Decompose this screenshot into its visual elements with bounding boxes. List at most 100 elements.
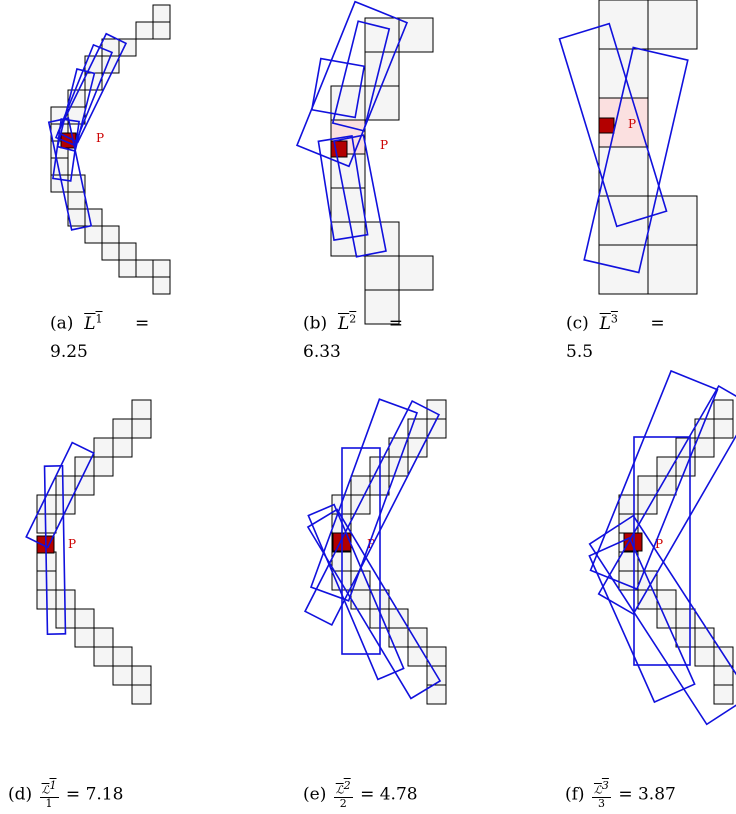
grid-cell (152, 276, 171, 295)
caption-e-equals: = (360, 784, 375, 805)
grid-cell (675, 627, 696, 648)
grid-cell (350, 494, 371, 515)
covering-rectangle (52, 118, 80, 182)
panel-c: P (558, 0, 698, 295)
point-p-cell (330, 140, 348, 158)
grid-cell (426, 684, 447, 705)
grid-cell (135, 259, 154, 278)
covering-rectangle (633, 436, 691, 666)
grid-cell (398, 255, 434, 291)
caption-c-tag: (c) (566, 313, 589, 334)
covering-rectangle (588, 514, 736, 726)
caption-a-value: 9.25 (50, 342, 88, 362)
grid-cell (112, 437, 133, 458)
caption-a-symbol: L1 (84, 312, 103, 334)
point-p-label: P (68, 537, 76, 551)
covering-rectangle (47, 117, 93, 231)
covering-rectangle (307, 503, 405, 681)
caption-c-equals: = (650, 313, 665, 334)
grid-cell (694, 646, 715, 667)
point-p-label: P (367, 537, 375, 551)
grid-cell (656, 608, 677, 629)
grid-cell (713, 418, 734, 439)
covering-rectangle (317, 135, 369, 241)
grid-cell (93, 437, 114, 458)
grid-cell (388, 456, 409, 477)
grid-cell (713, 684, 734, 705)
grid-cell (55, 475, 76, 496)
grid-cell (675, 456, 696, 477)
caption-e-value: 4.78 (379, 784, 418, 805)
grid-cell (112, 646, 133, 667)
covering-rectangle (310, 57, 366, 119)
panel-f: P (588, 369, 736, 726)
grid-cell (93, 627, 114, 648)
covering-rectangle (583, 46, 689, 274)
grid-cell (364, 255, 400, 291)
point-p-cell (598, 117, 615, 134)
caption-b-symbol: L2 (337, 312, 357, 334)
grid-cell (407, 646, 428, 667)
grid-cell (350, 475, 371, 496)
grid-cell (93, 456, 114, 477)
grid-cell (647, 195, 698, 246)
covering-rectangle (56, 32, 128, 144)
grid-cell (675, 608, 696, 629)
grid-cell (713, 665, 734, 686)
grid-cell (84, 225, 103, 244)
grid-cell (637, 475, 658, 496)
caption-b: (b) L2 = (303, 312, 403, 334)
grid-cell (112, 665, 133, 686)
caption-a-equals: = (134, 313, 150, 334)
caption-a-tag: (a) (50, 313, 74, 334)
point-p-label: P (96, 131, 104, 145)
grid-cell (388, 627, 409, 648)
grid-cell (131, 418, 152, 439)
caption-b-tag: (b) (303, 313, 328, 334)
grid-cell (131, 665, 152, 686)
grid-cell (112, 418, 133, 439)
covering-rectangle (25, 441, 95, 549)
grid-cell (93, 646, 114, 667)
covering-rectangle (43, 465, 67, 635)
grid-cell (647, 0, 698, 50)
caption-e-tag: (e) (303, 784, 327, 805)
point-p-label: P (655, 537, 663, 551)
caption-d-tag: (d) (8, 784, 33, 805)
grid-cell (152, 4, 171, 23)
caption-f-value: 3.87 (637, 784, 676, 805)
grid-cell (618, 570, 639, 591)
caption-f-equals: = (618, 784, 633, 805)
covering-rectangle (56, 68, 96, 152)
grid-cell (118, 242, 137, 261)
covering-rectangle (331, 20, 391, 132)
grid-cell (407, 437, 428, 458)
grid-cell (694, 437, 715, 458)
grid-cell (364, 289, 400, 325)
covering-rectangle (54, 43, 114, 147)
panel-e: P (303, 398, 447, 705)
covering-rectangle (333, 134, 387, 258)
grid-cell (618, 494, 639, 515)
panel-d: P (25, 399, 152, 705)
grid-cell (656, 475, 677, 496)
grid-cell (350, 589, 371, 610)
grid-cell (598, 195, 649, 246)
grid-cell (364, 17, 400, 53)
point-p-label: P (380, 138, 388, 152)
caption-d-value: 7.18 (85, 784, 124, 805)
grid-cell (74, 608, 95, 629)
caption-b-equals: = (388, 313, 403, 334)
grid-cell (74, 627, 95, 648)
caption-d-equals: = (65, 784, 81, 805)
caption-c: (c) L3 = (566, 312, 665, 334)
grid-cell (598, 146, 649, 197)
panel-a: P (47, 4, 171, 295)
grid-cell (426, 418, 447, 439)
covering-rectangle (306, 508, 442, 700)
